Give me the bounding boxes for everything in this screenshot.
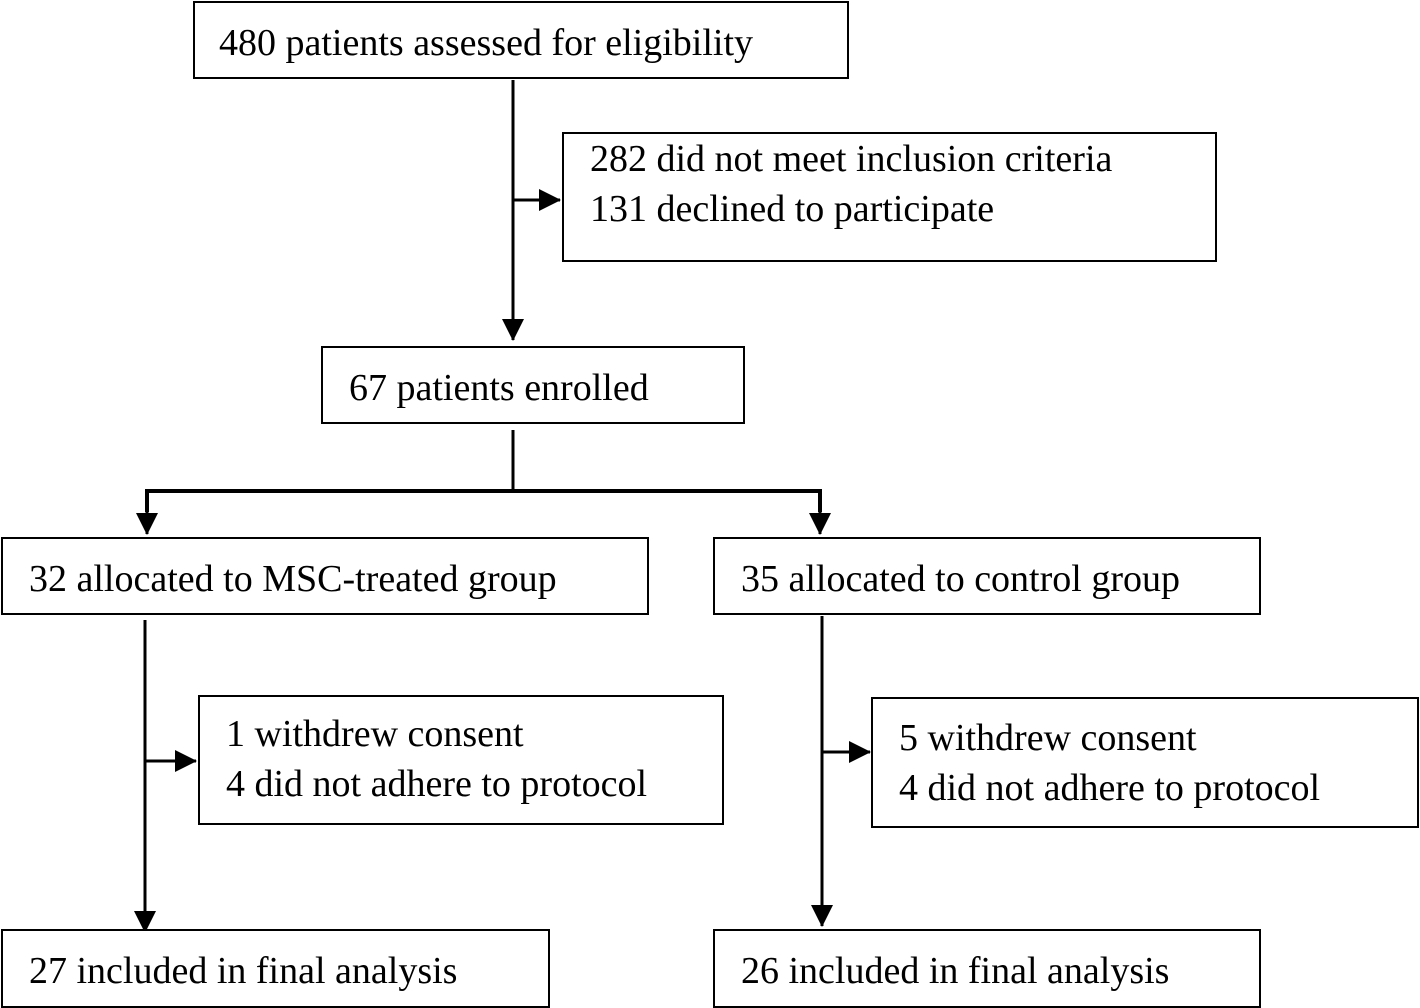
excluded-text-2: 131 declined to participate: [590, 188, 995, 230]
control-lost-box: 5 withdrew consent 4 did not adhere to p…: [871, 697, 1419, 828]
control-group-text: 35 allocated to control group: [741, 558, 1180, 600]
msc-lost-text-2: 4 did not adhere to protocol: [226, 763, 648, 805]
msc-group-text: 32 allocated to MSC-treated group: [29, 558, 557, 600]
line-split-horizontal: [145, 489, 822, 512]
control-lost-text-1: 5 withdrew consent: [899, 717, 1197, 759]
control-lost-text-2: 4 did not adhere to protocol: [899, 767, 1321, 809]
control-analysis-box: 26 included in final analysis: [713, 929, 1261, 1008]
assessed-box: 480 patients assessed for eligibility: [193, 1, 849, 79]
control-analysis-text: 26 included in final analysis: [741, 950, 1170, 992]
enrolled-text: 67 patients enrolled: [349, 367, 649, 409]
msc-analysis-text: 27 included in final analysis: [29, 950, 458, 992]
msc-group-box: 32 allocated to MSC-treated group: [1, 537, 649, 615]
enrolled-box: 67 patients enrolled: [321, 346, 745, 424]
msc-lost-text-1: 1 withdrew consent: [226, 713, 524, 755]
excluded-text-1: 282 did not meet inclusion criteria: [590, 138, 1113, 180]
msc-lost-box: 1 withdrew consent 4 did not adhere to p…: [198, 695, 724, 825]
msc-analysis-box: 27 included in final analysis: [1, 929, 550, 1008]
excluded-box: 282 did not meet inclusion criteria 131 …: [562, 132, 1217, 262]
assessed-text: 480 patients assessed for eligibility: [219, 22, 754, 64]
control-group-box: 35 allocated to control group: [713, 537, 1261, 615]
